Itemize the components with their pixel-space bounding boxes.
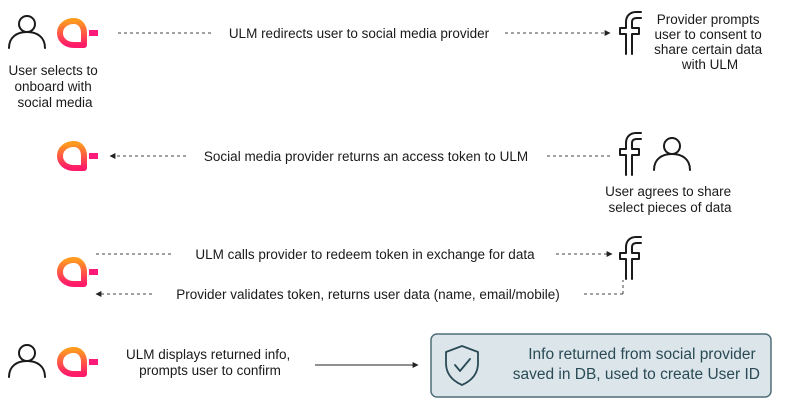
row4-ulm-logo-icon (60, 350, 98, 374)
row4-result-box: Info returned from social provider saved… (430, 333, 772, 398)
row2-facebook-icon (619, 132, 642, 176)
row4-confirm-label: ULM displays returned info, prompts user… (126, 347, 294, 378)
row3-redeem-label: ULM calls provider to redeem token in ex… (195, 247, 535, 262)
row2-ulm-logo-icon (60, 144, 98, 168)
row3-facebook-icon (619, 236, 642, 280)
row2-user-label: User agrees to share select pieces of da… (605, 184, 735, 215)
row1-provider-label: Provider prompts user to consent to shar… (654, 12, 766, 72)
row1-facebook-icon (619, 11, 642, 55)
shield-check-icon (445, 345, 479, 386)
row3-ulm-logo-icon (60, 260, 98, 284)
row1-redirect-label: ULM redirects user to social media provi… (229, 26, 490, 41)
row1-user-label: User selects to onboard with social medi… (8, 63, 101, 110)
row3-validate-label: Provider validates token, returns user d… (176, 287, 559, 302)
row2-user-icon (653, 137, 691, 171)
row4-result-label: Info returned from social provider saved… (513, 346, 760, 383)
row2-token-label: Social media provider returns an access … (204, 149, 528, 164)
row1-ulm-logo-icon (60, 21, 98, 45)
row4-user-icon (8, 344, 46, 378)
row1-user-icon (8, 15, 46, 49)
